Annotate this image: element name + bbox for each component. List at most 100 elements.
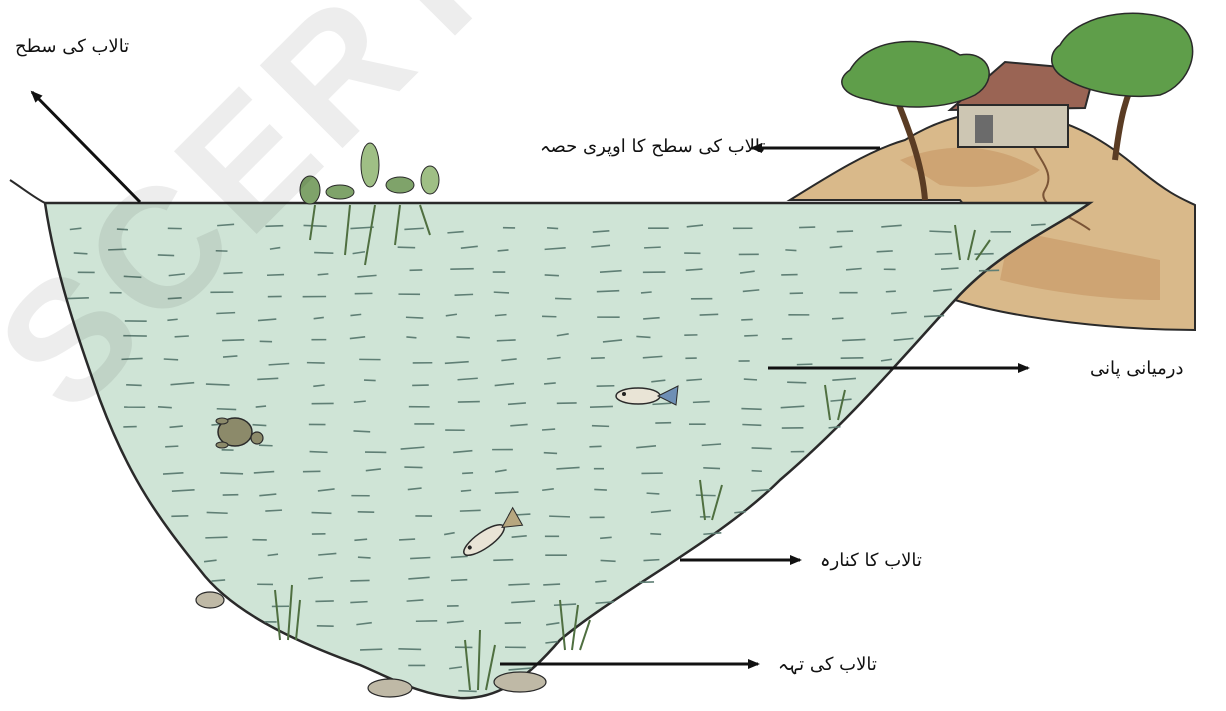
ripple-dash — [310, 452, 328, 453]
ripple-dash — [126, 385, 142, 386]
ripple-dash — [158, 407, 172, 408]
label-middle-water: درمیانی پانی — [1090, 360, 1184, 378]
ripple-dash — [643, 560, 659, 561]
ripple-dash — [600, 537, 612, 538]
ripple-dash — [597, 291, 619, 292]
ripple-dash — [744, 379, 757, 380]
ripple-dash — [410, 558, 430, 559]
ripple-dash — [644, 247, 661, 248]
ripple-dash — [742, 424, 761, 425]
ripple-dash — [312, 513, 332, 514]
ripple-dash — [220, 473, 243, 474]
ripple-dash — [74, 253, 88, 254]
arrow-surface — [32, 92, 140, 202]
ripple-dash — [799, 227, 815, 228]
ripple-dash — [354, 401, 366, 402]
ripple-dash — [703, 468, 720, 469]
ripple-dash — [693, 402, 710, 403]
ripple-dash — [353, 431, 370, 432]
ripple-dash — [223, 356, 237, 357]
ripple-dash — [787, 382, 806, 383]
ripple-dash — [360, 649, 382, 650]
ripple-dash — [265, 510, 282, 511]
ripple-dash — [555, 298, 571, 299]
ripple-dash — [318, 274, 329, 275]
surface-left-bank — [10, 180, 45, 203]
ripple-dash — [314, 253, 333, 254]
label-upper-surface: تالاب کی سطح کا اوپری حصہ — [540, 138, 765, 156]
ripple-dash — [398, 649, 421, 650]
ripple-dash — [590, 406, 613, 407]
ripple-dash — [543, 584, 560, 585]
ripple-dash — [544, 453, 557, 454]
ripple-dash — [350, 602, 367, 603]
ripple-dash — [498, 250, 509, 251]
ripple-dash — [647, 493, 660, 494]
ripple-dash — [542, 429, 555, 430]
ripple-dash — [545, 275, 559, 276]
ripple-dash — [979, 270, 999, 271]
ripple-dash — [158, 255, 174, 256]
ripple-dash — [206, 384, 230, 385]
ripple-dash — [451, 580, 467, 581]
ripple-dash — [167, 319, 177, 320]
ripple-dash — [592, 426, 609, 427]
ripple-dash — [358, 557, 371, 558]
ripple-dash — [364, 380, 376, 381]
ripple-dash — [164, 359, 178, 360]
ripple-dash — [544, 383, 556, 384]
ripple-dash — [117, 229, 128, 230]
ripple-dash — [924, 316, 944, 317]
ripple-dash — [175, 336, 189, 337]
ripple-dash — [217, 409, 236, 410]
ripple-dash — [315, 601, 333, 602]
ripple-dash — [259, 445, 273, 446]
ripple-dash — [785, 250, 796, 251]
ripple-dash — [830, 246, 843, 247]
ripple-dash — [601, 560, 616, 561]
ripple-dash — [399, 539, 415, 540]
ripple-dash — [121, 358, 142, 359]
ripple-dash — [462, 473, 473, 474]
ripple-dash — [222, 340, 244, 341]
ripple-dash — [494, 292, 509, 293]
ripple-dash — [508, 584, 529, 585]
ripple-dash — [877, 251, 893, 252]
ripple-dash — [124, 276, 142, 277]
ripple-dash — [108, 249, 126, 250]
ripple-dash — [842, 339, 865, 340]
ripple-dash — [700, 314, 719, 315]
ripple-dash — [641, 292, 652, 293]
ripple-dash — [497, 340, 516, 341]
ripple-dash — [974, 254, 993, 255]
ripple-dash — [267, 275, 284, 276]
ripple-dash — [886, 291, 896, 292]
ripple-dash — [935, 254, 952, 255]
ripple-dash — [256, 406, 266, 407]
ripple-dash — [636, 336, 650, 337]
ripple-dash — [253, 425, 267, 426]
ripple-dash — [591, 358, 605, 359]
ripple-dash — [1031, 224, 1046, 225]
ripple-dash — [406, 337, 416, 338]
ripple-dash — [744, 335, 758, 336]
ripple-dash — [205, 537, 227, 538]
ripple-dash — [752, 448, 772, 449]
ripple-dash — [168, 298, 182, 299]
label-bottom: تالاب کی تہہ — [778, 656, 877, 674]
ripple-dash — [832, 318, 843, 319]
label-edge: تالاب کا کنارہ — [820, 552, 922, 570]
ripple-dash — [752, 471, 762, 472]
ripple-dash — [929, 231, 951, 232]
ripple-dash — [837, 231, 853, 232]
ripple-dash — [207, 512, 228, 513]
ripple-dash — [595, 581, 606, 582]
ripple-dash — [451, 556, 468, 557]
ripple-dash — [460, 510, 481, 511]
ripple-dash — [68, 298, 89, 299]
ripple-dash — [165, 446, 178, 447]
ripple-dash — [495, 492, 519, 493]
label-surface: تالاب کی سطح — [15, 38, 129, 56]
